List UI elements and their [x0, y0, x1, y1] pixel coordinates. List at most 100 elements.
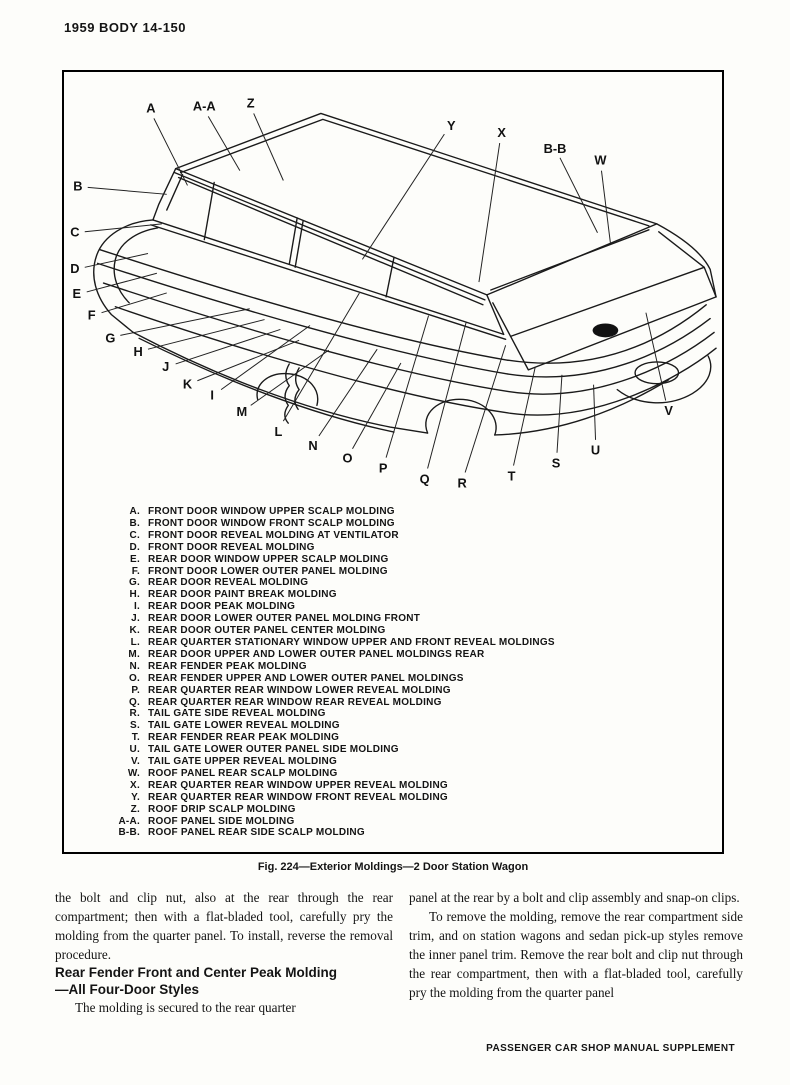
legend-key: G.	[128, 577, 140, 589]
legend-key: E.	[130, 553, 140, 565]
body-paragraph: the bolt and clip nut, also at the rear …	[55, 890, 393, 962]
figure-caption: Fig. 224—Exterior Moldings—2 Door Statio…	[257, 861, 529, 873]
callout-leader-line	[559, 157, 598, 233]
legend-key: J.	[131, 613, 140, 625]
callout-label-H: H	[133, 344, 142, 359]
legend-text: ROOF PANEL REAR SIDE SCALP MOLDING	[148, 827, 365, 839]
legend-text: ROOF PANEL REAR SCALP MOLDING	[148, 767, 338, 779]
callout-leader-line	[600, 170, 611, 243]
callout-label-V: V	[664, 403, 673, 418]
legend-key: N.	[129, 660, 140, 672]
legend-row: F. FRONT DOOR LOWER OUTER PANEL MOLDING	[110, 566, 714, 578]
legend-row: B.FRONT DOOR WINDOW FRONT SCALP MOLDING	[110, 518, 714, 530]
callout-leader-line	[101, 292, 167, 314]
callout-label-W: W	[594, 153, 607, 168]
callout-leader-line	[513, 366, 536, 466]
legend-text: FRONT DOOR REVEAL MOLDING	[148, 541, 315, 553]
callout-leader-line	[207, 116, 241, 171]
body-paragraph: To remove the molding, remove the rear c…	[409, 909, 743, 1000]
legend-text: REAR DOOR LOWER OUTER PANEL MOLDING FRON…	[148, 613, 421, 625]
legend-row: S. TAIL GATE LOWER REVEAL MOLDING	[110, 720, 714, 732]
heading-line-2: —All Four-Door Styles	[55, 982, 200, 997]
legend-text: ROOF DRIP SCALP MOLDING	[148, 803, 296, 815]
taillight	[592, 323, 619, 338]
legend-key: F.	[131, 565, 140, 577]
callout-label-A: A	[146, 100, 155, 115]
legend-text: TAIL GATE LOWER REVEAL MOLDING	[148, 720, 340, 732]
legend-key: H.	[129, 589, 140, 601]
section-heading: Rear Fender Front and Center Peak Moldin…	[55, 964, 393, 998]
callout-label-O: O	[343, 451, 353, 466]
legend-text: REAR DOOR PEAK MOLDING	[148, 601, 296, 613]
callout-leader-line	[147, 319, 265, 350]
legend-row: A.FRONT DOOR WINDOW UPPER SCALP MOLDING	[110, 506, 714, 518]
body-paragraph: panel at the rear by a bolt and clip ass…	[409, 890, 740, 905]
callout-leader-line	[220, 325, 311, 391]
page-header: 1959 BODY 14-150	[64, 20, 186, 35]
legend-text: ROOF PANEL SIDE MOLDING	[148, 815, 295, 827]
legend-row: X.REAR QUARTER REAR WINDOW UPPER REVEAL …	[110, 780, 714, 792]
callout-label-M: M	[236, 404, 247, 419]
callout-leader-line	[385, 315, 430, 458]
callout-leader-line	[361, 133, 445, 260]
legend-key: A.	[129, 506, 140, 517]
legend-row: J. REAR DOOR LOWER OUTER PANEL MOLDING FR…	[110, 613, 714, 625]
callout-label-F: F	[88, 308, 96, 323]
callout-label-B-B: B-B	[544, 141, 567, 156]
callout-leader-line	[645, 312, 667, 401]
legend-key: Q.	[128, 696, 140, 708]
callout-leader-line	[250, 349, 330, 406]
legend-text: REAR QUARTER REAR WINDOW REAR REVEAL MOL…	[148, 696, 442, 708]
legend-key: S.	[130, 720, 140, 732]
right-column: panel at the rear by a bolt and clip ass…	[409, 888, 743, 1002]
legend-key: R.	[129, 708, 140, 720]
callout-label-B: B	[73, 178, 82, 193]
legend-row: O.REAR FENDER UPPER AND LOWER OUTER PANE…	[110, 673, 714, 685]
legend-row: M.REAR DOOR UPPER AND LOWER OUTER PANEL …	[110, 649, 714, 661]
callout-label-E: E	[73, 286, 82, 301]
callout-label-A-A: A-A	[193, 98, 216, 113]
legend-key: C.	[129, 529, 140, 541]
legend-key: P.	[131, 684, 140, 696]
callout-leader-line	[84, 253, 149, 268]
callout-leader-line	[352, 362, 402, 450]
callout-label-N: N	[308, 438, 317, 453]
callout-label-P: P	[379, 460, 388, 475]
legend-row: V.TAIL GATE UPPER REVEAL MOLDING	[110, 756, 714, 768]
legend-text: TAIL GATE LOWER OUTER PANEL SIDE MOLDING	[148, 744, 399, 756]
legend-row: K.REAR DOOR OUTER PANEL CENTER MOLDING	[110, 625, 714, 637]
legend-row: Q. REAR QUARTER REAR WINDOW REAR REVEAL M…	[110, 697, 714, 709]
legend-row: W. ROOF PANEL REAR SCALP MOLDING	[110, 768, 714, 780]
legend-key: T.	[131, 732, 140, 744]
legend-text: FRONT DOOR WINDOW FRONT SCALP MOLDING	[148, 517, 395, 529]
callout-label-K: K	[183, 377, 193, 392]
legend-text: TAIL GATE SIDE REVEAL MOLDING	[148, 708, 326, 720]
legend-row: A-A.ROOF PANEL SIDE MOLDING	[110, 816, 714, 828]
legend-key: W.	[127, 767, 140, 779]
legend-row: B-B. ROOF PANEL REAR SIDE SCALP MOLDING	[110, 827, 714, 839]
heading-line-1: Rear Fender Front and Center Peak Moldin…	[55, 965, 338, 980]
legend-text: FRONT DOOR LOWER OUTER PANEL MOLDING	[148, 565, 388, 577]
legend-key: B-B.	[118, 827, 140, 839]
callout-label-C: C	[70, 225, 79, 240]
legend-row: C.FRONT DOOR REVEAL MOLDING AT VENTILATO…	[110, 530, 714, 542]
legend-row: T.REAR FENDER REAR PEAK MOLDING	[110, 732, 714, 744]
callout-label-S: S	[552, 456, 561, 471]
car-line-art	[93, 112, 717, 436]
legend-row: N.REAR FENDER PEAK MOLDING	[110, 661, 714, 673]
callout-label-Q: Q	[420, 471, 430, 486]
legend-key: O.	[128, 672, 140, 684]
callout-leader-line	[153, 118, 188, 186]
callout-leader-line	[464, 345, 507, 473]
legend-row: I.REAR DOOR PEAK MOLDING	[110, 601, 714, 613]
legend-row: D. FRONT DOOR REVEAL MOLDING	[110, 542, 714, 554]
legend-row: Z.ROOF DRIP SCALP MOLDING	[110, 804, 714, 816]
legend-row: U.TAIL GATE LOWER OUTER PANEL SIDE MOLDI…	[110, 744, 714, 756]
callout-leader-line	[427, 322, 467, 469]
legend-text: TAIL GATE UPPER REVEAL MOLDING	[148, 756, 337, 768]
legend-key: D.	[129, 541, 140, 553]
